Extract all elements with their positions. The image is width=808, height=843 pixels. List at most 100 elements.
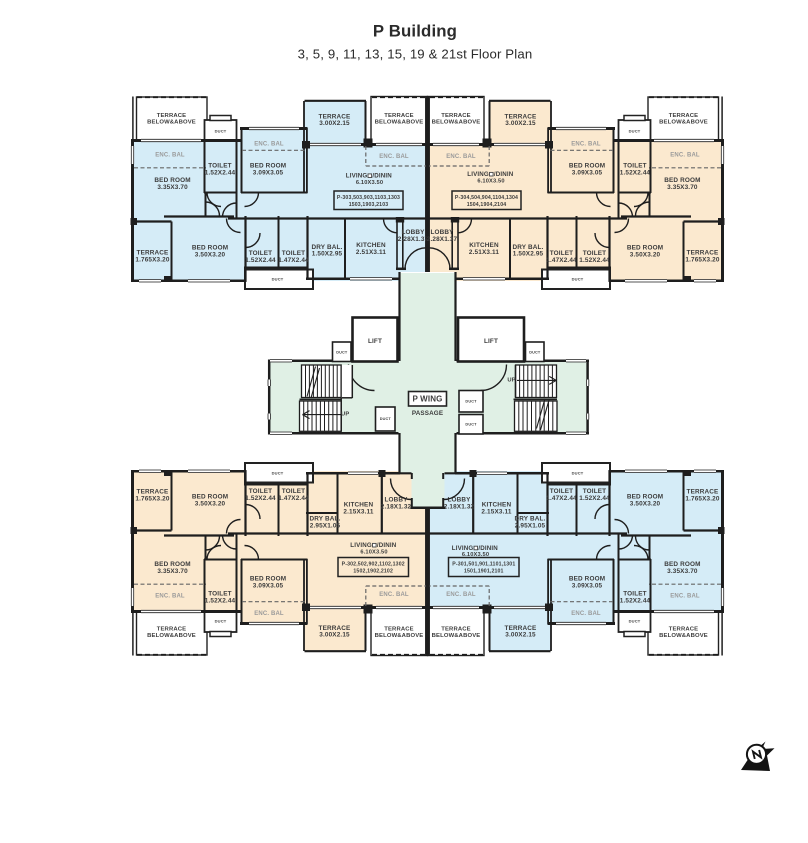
svg-text:1.52X2.44: 1.52X2.44 [579,257,610,264]
svg-text:DUCT: DUCT [572,277,584,282]
svg-text:P Building: P Building [373,22,457,41]
svg-text:1.52X2.44: 1.52X2.44 [579,495,610,502]
svg-text:DUCT: DUCT [272,277,284,282]
svg-text:TOILET: TOILET [583,488,607,495]
svg-text:TERRACE: TERRACE [384,627,414,633]
svg-text:1.52X2.44: 1.52X2.44 [205,169,236,176]
svg-text:6.10X3.50: 6.10X3.50 [477,179,504,185]
svg-text:3.50X3.20: 3.50X3.20 [195,251,226,258]
svg-text:3.00X2.15: 3.00X2.15 [505,120,536,127]
svg-text:BED ROOM: BED ROOM [154,561,190,568]
svg-text:PASSAGE: PASSAGE [412,410,443,417]
svg-text:BELOW&ABOVE: BELOW&ABOVE [432,120,481,126]
svg-text:UP: UP [341,412,349,418]
svg-text:KITCHEN: KITCHEN [469,242,499,249]
svg-text:2.28X1.37: 2.28X1.37 [427,236,458,243]
svg-text:2.15X3.11: 2.15X3.11 [343,508,373,515]
svg-text:ENC. BAL: ENC. BAL [379,154,409,160]
svg-text:1.47X2.44: 1.47X2.44 [546,257,577,264]
svg-text:DRY BAL.: DRY BAL. [512,244,543,251]
svg-text:3.35X3.70: 3.35X3.70 [667,568,698,575]
svg-text:DUCT: DUCT [380,417,392,421]
svg-text:LOBBY: LOBBY [430,229,454,236]
svg-text:3.09X3.05: 3.09X3.05 [572,582,603,589]
svg-text:ENC. BAL: ENC. BAL [571,611,601,617]
svg-text:TERRACE: TERRACE [669,627,699,633]
svg-text:TERRACE: TERRACE [669,113,699,119]
svg-text:TERRACE: TERRACE [687,250,720,257]
svg-text:TERRACE: TERRACE [441,113,471,119]
svg-text:KITCHEN: KITCHEN [344,502,374,509]
svg-text:TOILET: TOILET [208,163,232,170]
svg-text:1502,1902,2102: 1502,1902,2102 [353,569,393,575]
svg-text:3.09X3.05: 3.09X3.05 [572,169,603,176]
svg-text:TERRACE: TERRACE [441,627,471,633]
svg-text:BED ROOM: BED ROOM [192,245,228,252]
svg-text:2.18X1.32: 2.18X1.32 [444,503,475,510]
svg-text:1.765X3.20: 1.765X3.20 [135,256,169,263]
svg-text:LIVING: LIVING [346,173,368,180]
svg-text:TERRACE: TERRACE [505,113,538,120]
svg-text:1.52X2.44: 1.52X2.44 [245,257,276,264]
svg-text:2.51X3.11: 2.51X3.11 [356,249,386,256]
svg-text:ENC. BAL: ENC. BAL [670,594,700,600]
svg-text:3.00X2.15: 3.00X2.15 [319,632,350,639]
svg-text:2.18X1.32: 2.18X1.32 [381,503,412,510]
svg-text:6.10X3.50: 6.10X3.50 [360,550,387,556]
svg-text:1.52X2.44: 1.52X2.44 [245,495,276,502]
svg-text:3.35X3.70: 3.35X3.70 [157,568,188,575]
svg-text:LOBBY: LOBBY [384,497,408,504]
svg-text:BELOW&ABOVE: BELOW&ABOVE [375,633,424,639]
svg-text:LIFT: LIFT [368,338,382,345]
svg-text:ENC. BAL: ENC. BAL [379,592,409,598]
svg-text:3.35X3.70: 3.35X3.70 [157,184,188,191]
svg-text:/DININ: /DININ [494,171,514,178]
svg-text:1.50X2.95: 1.50X2.95 [312,251,343,258]
svg-text:LOBBY: LOBBY [447,497,471,504]
svg-text:3.09X3.05: 3.09X3.05 [253,582,284,589]
svg-text:1504,1904,2104: 1504,1904,2104 [467,202,507,208]
svg-text:LOBBY: LOBBY [401,229,425,236]
svg-text:BED ROOM: BED ROOM [664,561,700,568]
svg-text:P-301,501,901,1101,1301: P-301,501,901,1101,1301 [452,562,515,568]
svg-text:BED ROOM: BED ROOM [250,163,286,170]
svg-text:TERRACE: TERRACE [157,627,187,633]
svg-text:6.10X3.50: 6.10X3.50 [462,552,489,558]
svg-text:BED ROOM: BED ROOM [664,177,700,184]
svg-text:1.47X2.44: 1.47X2.44 [546,495,577,502]
svg-text:3.00X2.15: 3.00X2.15 [319,120,350,127]
svg-text:1.52X2.44: 1.52X2.44 [620,597,651,604]
svg-text:P-304,504,904,1104,1304: P-304,504,904,1104,1304 [455,195,518,201]
svg-text:DRY BAL.: DRY BAL. [514,516,545,523]
svg-text:BELOW&ABOVE: BELOW&ABOVE [147,120,196,126]
svg-text:TOILET: TOILET [583,250,607,257]
svg-text:1.765X3.20: 1.765X3.20 [685,256,719,263]
svg-text:2.95X1.05: 2.95X1.05 [310,522,341,529]
svg-text:DUCT: DUCT [465,422,477,426]
svg-text:6.10X3.50: 6.10X3.50 [356,180,383,186]
svg-text:TOILET: TOILET [550,488,574,495]
svg-text:1501,1901,2101: 1501,1901,2101 [464,569,504,575]
svg-text:TOILET: TOILET [208,591,232,598]
svg-text:/DININ: /DININ [372,173,392,180]
svg-text:DRY BAL.: DRY BAL. [309,516,340,523]
svg-text:P-303,503,903,1103,1303: P-303,503,903,1103,1303 [337,195,400,201]
svg-text:2.95X1.05: 2.95X1.05 [515,522,546,529]
svg-text:DUCT: DUCT [215,129,227,134]
svg-text:TOILET: TOILET [550,250,574,257]
svg-text:3.35X3.70: 3.35X3.70 [667,184,698,191]
svg-text:LIVING: LIVING [452,545,474,552]
svg-text:TOILET: TOILET [623,591,647,598]
svg-text:BELOW&ABOVE: BELOW&ABOVE [659,120,708,126]
svg-text:DUCT: DUCT [272,471,284,476]
svg-text:2.51X3.11: 2.51X3.11 [469,249,499,256]
svg-text:P WING: P WING [412,394,442,403]
svg-text:1503,1903,2103: 1503,1903,2103 [349,202,389,208]
svg-text:BED ROOM: BED ROOM [569,163,605,170]
svg-text:DUCT: DUCT [336,350,348,354]
svg-text:DUCT: DUCT [465,399,477,403]
svg-text:ENC. BAL: ENC. BAL [670,152,700,158]
svg-text:KITCHEN: KITCHEN [482,502,512,509]
svg-text:BELOW&ABOVE: BELOW&ABOVE [659,633,708,639]
svg-text:TERRACE: TERRACE [319,625,352,632]
